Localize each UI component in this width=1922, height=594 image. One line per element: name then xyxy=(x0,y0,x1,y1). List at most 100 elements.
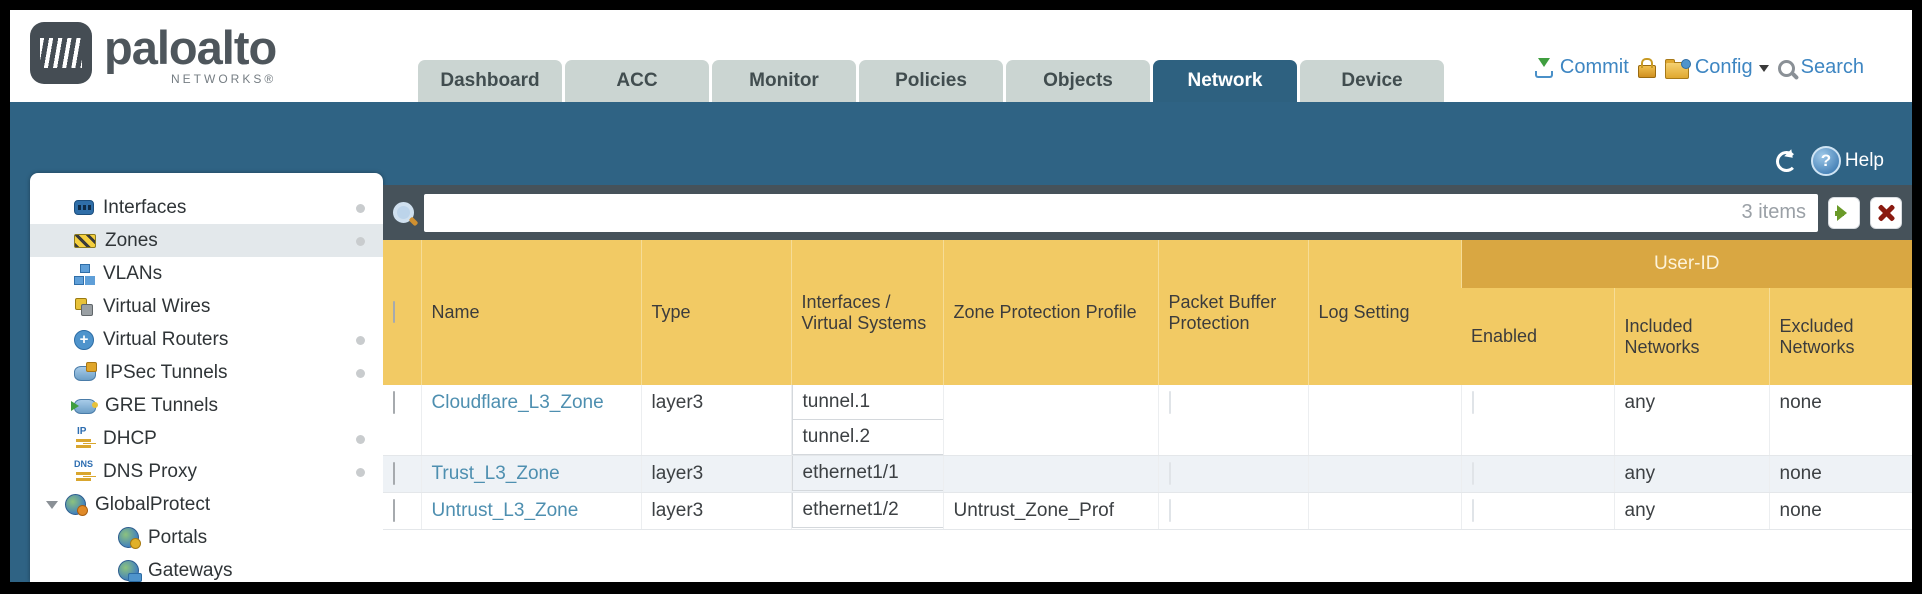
interface-cell: ethernet1/2 xyxy=(791,493,944,528)
config-label: Config xyxy=(1694,56,1753,78)
sidebar-item-dns-proxy[interactable]: DNS Proxy xyxy=(30,455,383,488)
top-bar: paloalto NETWORKS® Dashboard ACC Monitor… xyxy=(10,10,1912,102)
config-button[interactable]: Config xyxy=(1664,56,1769,79)
col-interfaces[interactable]: Interfaces / Virtual Systems xyxy=(790,240,943,385)
col-name[interactable]: Name xyxy=(420,240,641,385)
commit-icon xyxy=(1534,57,1554,78)
help-label: Help xyxy=(1844,150,1884,171)
table-row: Trust_L3_Zone layer3 ethernet1/1 any non… xyxy=(383,455,1912,493)
dhcp-icon xyxy=(74,426,94,449)
packet-buffer-checkbox[interactable] xyxy=(1168,499,1171,522)
enabled-checkbox[interactable] xyxy=(1471,499,1474,522)
top-actions: Commit Config Search xyxy=(1534,56,1864,79)
row-checkbox[interactable] xyxy=(393,499,395,522)
refresh-icon[interactable] xyxy=(1775,150,1797,172)
interface-cell: tunnel.2 xyxy=(791,420,944,455)
col-type[interactable]: Type xyxy=(640,240,791,385)
commit-button[interactable]: Commit xyxy=(1534,56,1629,79)
logo-brand: paloalto xyxy=(104,21,277,74)
lock-icon[interactable] xyxy=(1637,58,1656,78)
sidebar-item-gre-tunnels[interactable]: GRE Tunnels xyxy=(30,389,383,422)
col-zone-protection-profile[interactable]: Zone Protection Profile xyxy=(942,240,1158,385)
included-networks: any xyxy=(1613,455,1769,493)
band-tools: ? Help xyxy=(1775,146,1884,176)
col-included-networks[interactable]: Included Networks xyxy=(1613,288,1769,385)
clear-filter-button[interactable] xyxy=(1870,196,1902,229)
zone-protection-profile xyxy=(942,385,1158,456)
sidebar-item-portals[interactable]: Portals xyxy=(30,521,383,554)
status-dot xyxy=(356,204,365,213)
zone-name-link[interactable]: Cloudflare_L3_Zone xyxy=(431,392,604,413)
commit-label: Commit xyxy=(1559,56,1629,78)
globalprotect-icon xyxy=(65,494,88,516)
tab-acc[interactable]: ACC xyxy=(565,60,709,102)
packet-buffer-checkbox[interactable] xyxy=(1168,391,1171,414)
interface-cell: ethernet1/1 xyxy=(791,456,944,491)
sidebar-item-globalprotect[interactable]: GlobalProtect xyxy=(30,488,383,521)
log-setting xyxy=(1307,455,1461,493)
ipsec-tunnels-icon xyxy=(74,362,97,381)
col-excluded-networks[interactable]: Excluded Networks xyxy=(1768,288,1912,385)
tab-device[interactable]: Device xyxy=(1300,60,1444,102)
tab-policies[interactable]: Policies xyxy=(859,60,1003,102)
tab-network[interactable]: Network xyxy=(1153,60,1297,102)
gateways-icon xyxy=(118,560,142,582)
enabled-checkbox[interactable] xyxy=(1471,391,1474,414)
tab-dashboard[interactable]: Dashboard xyxy=(418,60,562,102)
zone-type: layer3 xyxy=(640,492,791,530)
log-setting xyxy=(1307,385,1461,456)
search-label: Search xyxy=(1800,56,1864,78)
sidebar-item-virtual-wires[interactable]: Virtual Wires xyxy=(30,290,383,323)
zone-type: layer3 xyxy=(640,385,791,456)
col-packet-buffer-protection[interactable]: Packet Buffer Protection xyxy=(1157,240,1308,385)
tab-monitor[interactable]: Monitor xyxy=(712,60,856,102)
help-icon: ? xyxy=(1810,146,1841,176)
status-dot xyxy=(356,468,365,477)
zone-protection-profile: Untrust_Zone_Prof xyxy=(942,492,1158,530)
zones-content: 3 items Name Type Interfaces / Virtual S… xyxy=(383,185,1912,582)
main-nav-tabs: Dashboard ACC Monitor Policies Objects N… xyxy=(418,60,1444,102)
col-enabled[interactable]: Enabled xyxy=(1461,288,1614,385)
enabled-checkbox[interactable] xyxy=(1471,462,1474,485)
gre-tunnels-icon xyxy=(71,399,98,414)
table-row: Cloudflare_L3_Zone layer3 tunnel.1 tunne… xyxy=(383,385,1912,456)
filter-input[interactable] xyxy=(424,193,1742,232)
filter-search-icon xyxy=(393,202,414,223)
excluded-networks: none xyxy=(1768,455,1912,493)
sidebar-item-vlans[interactable]: VLANs xyxy=(30,257,383,290)
zones-table: Name Type Interfaces / Virtual Systems Z… xyxy=(383,240,1912,530)
portals-icon xyxy=(118,527,141,549)
sidebar-item-virtual-routers[interactable]: Virtual Routers xyxy=(30,323,383,356)
virtual-routers-icon xyxy=(74,329,94,350)
status-dot xyxy=(356,369,365,378)
dns-proxy-icon xyxy=(74,459,94,482)
sidebar-item-dhcp[interactable]: DHCP xyxy=(30,422,383,455)
col-log-setting[interactable]: Log Setting xyxy=(1307,240,1461,385)
row-checkbox[interactable] xyxy=(393,391,395,414)
status-dot xyxy=(356,336,365,345)
zone-name-link[interactable]: Trust_L3_Zone xyxy=(431,463,560,484)
col-group-user-id: User-ID xyxy=(1460,240,1912,288)
sidebar-item-interfaces[interactable]: Interfaces xyxy=(30,191,383,224)
select-all-checkbox[interactable] xyxy=(393,301,395,323)
excluded-networks: none xyxy=(1768,385,1912,456)
packet-buffer-checkbox[interactable] xyxy=(1168,462,1171,485)
sidebar-item-ipsec-tunnels[interactable]: IPSec Tunnels xyxy=(30,356,383,389)
zones-icon xyxy=(74,233,96,248)
excluded-networks: none xyxy=(1768,492,1912,530)
row-checkbox[interactable] xyxy=(393,462,395,485)
filter-field: 3 items xyxy=(424,193,1818,232)
chevron-down-icon xyxy=(1758,64,1769,77)
help-button[interactable]: ? Help xyxy=(1810,146,1884,176)
sidebar-item-gateways[interactable]: Gateways xyxy=(30,554,383,582)
paloalto-logo: paloalto NETWORKS® xyxy=(30,21,277,86)
tab-objects[interactable]: Objects xyxy=(1006,60,1150,102)
sidebar-item-zones[interactable]: Zones xyxy=(30,224,383,257)
apply-filter-button[interactable] xyxy=(1828,196,1860,229)
search-button[interactable]: Search xyxy=(1777,56,1864,79)
interfaces-icon xyxy=(74,200,94,215)
config-icon xyxy=(1664,58,1691,79)
expander-triangle-icon[interactable] xyxy=(46,500,58,515)
zone-name-link[interactable]: Untrust_L3_Zone xyxy=(431,500,579,521)
paloalto-logo-icon xyxy=(30,22,92,84)
